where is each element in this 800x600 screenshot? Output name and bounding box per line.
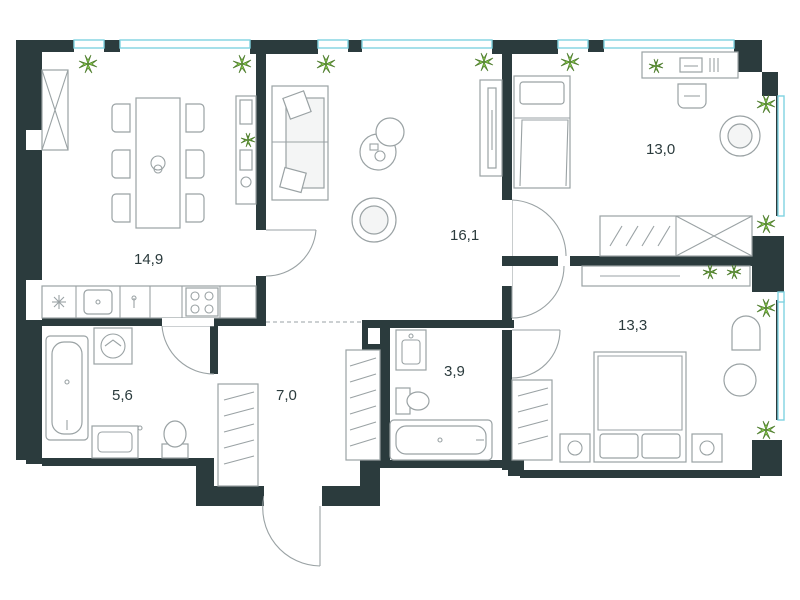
plant-icon: [316, 54, 336, 74]
room-area-bedroom-2: 13,3: [618, 317, 647, 334]
room-area-bedroom-1: 13,0: [646, 141, 675, 158]
windows: [73, 39, 785, 421]
door-icon: [262, 495, 321, 567]
wardrobe-icon: [217, 383, 259, 487]
sink-icon: [395, 329, 427, 371]
plant-icon: [726, 264, 742, 280]
plant-icon: [702, 264, 718, 280]
plants: [78, 52, 776, 440]
fan-icon: [52, 295, 66, 309]
wardrobe-icon: [345, 349, 381, 461]
chair-icon: [111, 103, 205, 223]
door-icon: [265, 229, 317, 277]
toilet-icon: [395, 387, 430, 415]
area-labels: 14,9 16,1 13,0 13,3 5,6 7,0 3,9: [112, 141, 675, 404]
kitchen-dining-furniture: [41, 69, 257, 319]
bathtub-icon: [45, 335, 89, 441]
toilet-icon: [161, 420, 189, 459]
door-icon: [511, 329, 561, 379]
room-area-living-room: 16,1: [450, 227, 479, 244]
plant-icon: [756, 420, 776, 440]
armchair-icon: [351, 197, 397, 243]
wardrobe-icon: [599, 215, 753, 257]
room-area-bathroom-2: 3,9: [444, 363, 465, 380]
plant-icon: [560, 52, 580, 72]
kitchen-counter: [41, 285, 257, 319]
sofa-icon: [271, 85, 329, 201]
door-icon: [511, 265, 565, 319]
bed-icon: [513, 75, 571, 189]
sink-icon: [83, 289, 113, 315]
sink-icon: [91, 425, 139, 459]
chair-icon: [731, 315, 761, 351]
bathroom-furniture: [45, 327, 189, 459]
stove-icon: [185, 287, 219, 317]
door-icon: [511, 199, 567, 257]
door-icon: [161, 325, 215, 375]
armchair-icon: [719, 115, 761, 157]
plant-icon: [648, 58, 664, 74]
doors: [161, 199, 567, 567]
plant-icon: [240, 132, 256, 148]
bed-icon: [593, 351, 687, 463]
dining-table: [135, 97, 181, 229]
living-room-furniture: [271, 79, 503, 243]
plant-icon: [756, 214, 776, 234]
room-area-bathroom: 5,6: [112, 387, 133, 404]
room-area-living-kitchen: 14,9: [134, 251, 163, 268]
plant-icon: [756, 94, 776, 114]
hallway-furniture: [217, 321, 381, 487]
bedroom-2-furniture: [511, 265, 761, 463]
room-area-hallway: 7,0: [276, 387, 297, 404]
bathroom-2-furniture: [389, 329, 493, 461]
plant-icon: [78, 54, 98, 74]
bedroom-1-furniture: [513, 51, 761, 257]
plant-icon: [756, 298, 776, 318]
walls: [16, 40, 784, 506]
bathtub-icon: [389, 419, 493, 461]
plant-icon: [474, 52, 494, 72]
plant-icon: [232, 54, 252, 74]
wardrobe-icon: [511, 379, 553, 461]
